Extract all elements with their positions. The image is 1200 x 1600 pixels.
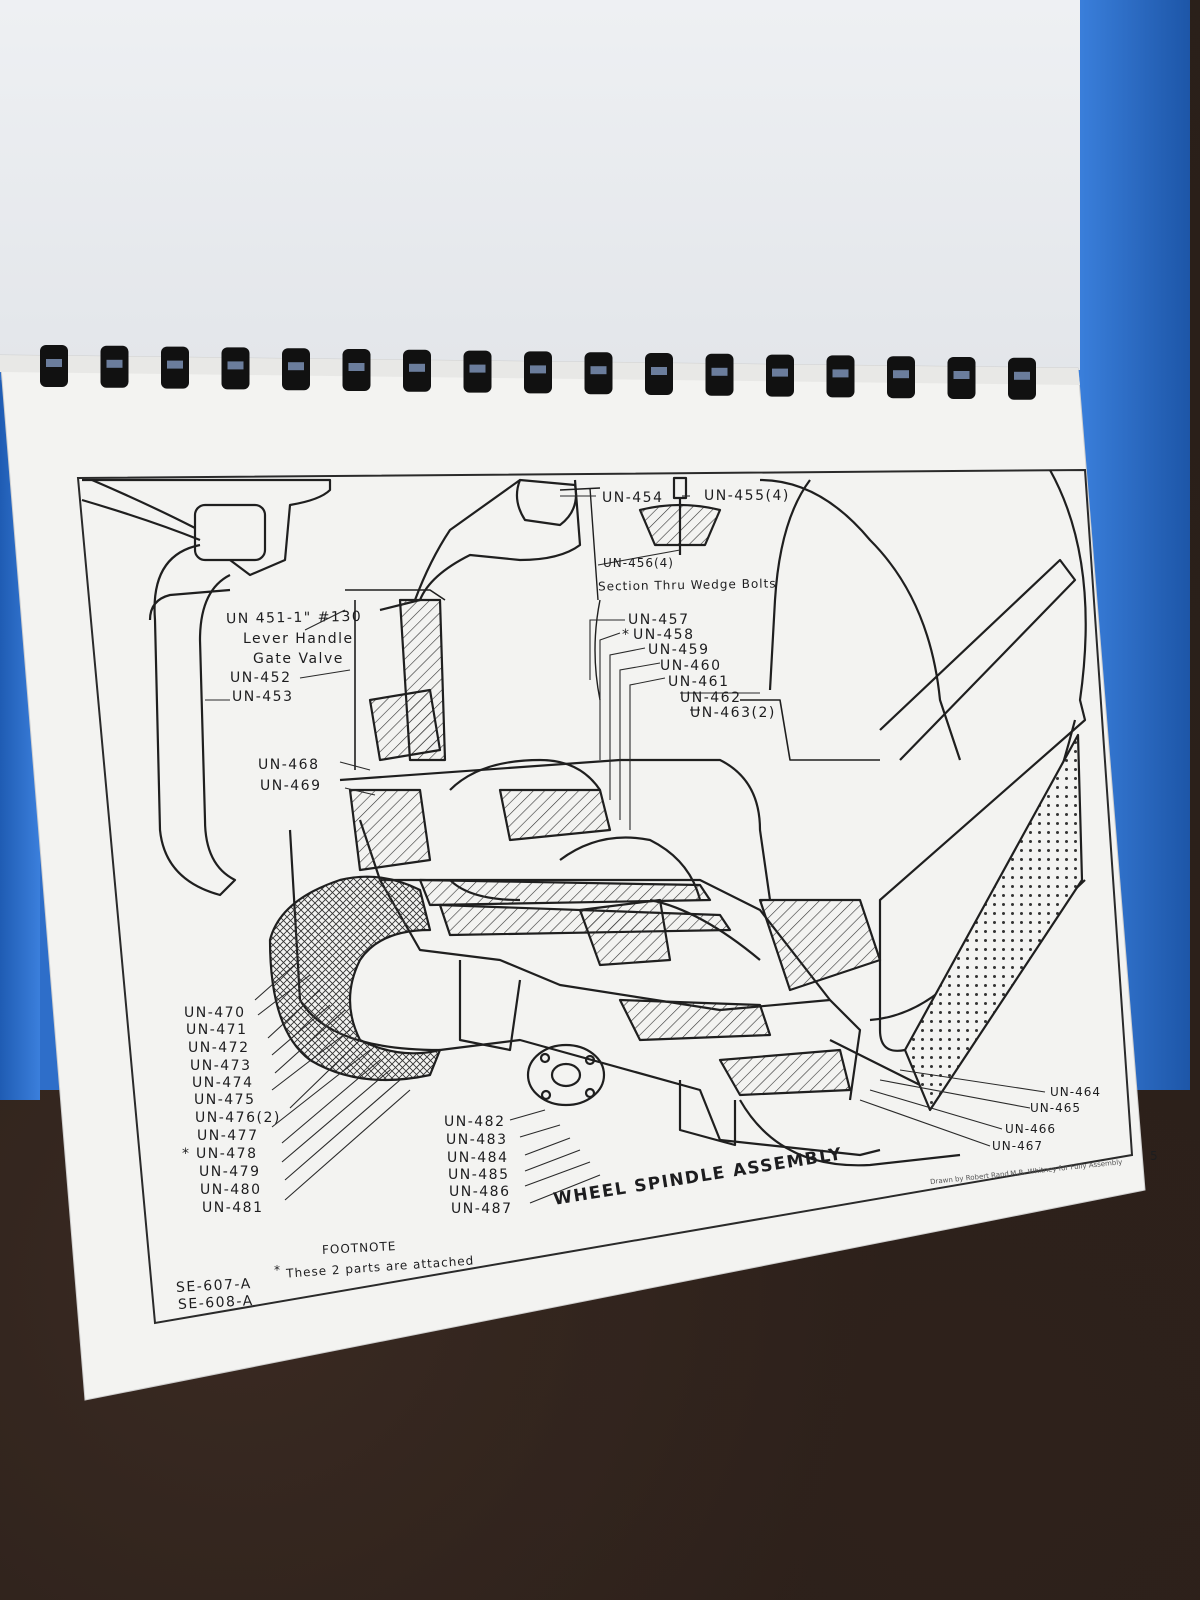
callout-un-471: UN-471 [186,1022,248,1038]
callout-un-475: UN-475 [194,1092,256,1108]
callout-un-457: UN-457 [628,612,690,628]
binding-ring-highlight [651,367,667,375]
section-caption: Section Thru Wedge Bolts [597,576,777,594]
callout-un-451: UN 451-1" #130 [225,608,363,628]
callout-un-466: UN-466 [1005,1122,1056,1136]
binding-ring-highlight [288,362,304,371]
callout-un-472: UN-472 [188,1040,250,1056]
callout-un-478: UN-478 [196,1146,258,1162]
callout-un-482: UN-482 [444,1114,506,1130]
callout-un-458: UN-458 [633,627,695,643]
footnote-asterisk: * [274,1263,281,1277]
callout-gate-valve: Gate Valve [253,651,344,667]
binding-ring-highlight [227,361,244,370]
callout-un-465: UN-465 [1030,1101,1081,1115]
callout-un-480: UN-480 [200,1182,262,1198]
callout-un-479: UN-479 [199,1164,261,1180]
binding-ring-highlight [167,360,183,369]
callout-un-454: UN-454 [602,490,664,506]
page-mark: 5 [1150,1149,1160,1163]
back-page [0,0,1080,370]
binding-ring-highlight [106,359,123,368]
callout-un-464: UN-464 [1050,1085,1101,1099]
callout-un-470: UN-470 [184,1005,246,1021]
callout-un-468: UN-468 [258,757,320,773]
callout-un-452: UN-452 [230,670,292,686]
callout-un-459: UN-459 [648,642,710,658]
callout-un-473: UN-473 [190,1058,252,1074]
callout-un-476: UN-476(2) [195,1110,281,1126]
binding-ring-highlight [711,367,728,376]
callout-un-483: UN-483 [446,1132,508,1148]
callout-asterisk-478: * [182,1146,191,1162]
callout-un-481: UN-481 [202,1200,264,1216]
binding-ring-highlight [409,363,425,372]
callout-un-486: UN-486 [449,1184,511,1200]
binding-ring-highlight [46,359,62,367]
binding-ring-highlight [832,369,849,378]
callout-un-467: UN-467 [992,1139,1043,1153]
callout-un-462: UN-462 [680,690,742,706]
callout-un-477: UN-477 [197,1128,259,1144]
callout-un-474: UN-474 [192,1075,254,1091]
binding-ring-highlight [530,365,546,374]
callout-asterisk-458: * [622,627,631,643]
callout-un-455: UN-455(4) [704,488,790,504]
binding-ring-highlight [590,366,607,375]
binding-ring-highlight [953,371,970,379]
callout-un-456: UN-456(4) [603,556,674,570]
callout-un-485: UN-485 [448,1167,510,1183]
callout-un-469: UN-469 [260,778,322,794]
binding-ring-highlight [348,363,365,371]
callout-un-487: UN-487 [451,1201,513,1217]
callout-un-484: UN-484 [447,1150,509,1166]
binding-ring-highlight [469,364,486,373]
callout-un-460: UN-460 [660,658,722,674]
callout-un-461: UN-461 [668,674,730,690]
callout-lever-handle: Lever Handle [243,631,354,647]
callout-un-463: UN-463(2) [690,705,776,721]
binding-ring-highlight [1014,371,1030,380]
callout-un-453: UN-453 [232,689,294,705]
binding-ring-highlight [772,368,788,377]
binding-ring-highlight [893,370,909,379]
